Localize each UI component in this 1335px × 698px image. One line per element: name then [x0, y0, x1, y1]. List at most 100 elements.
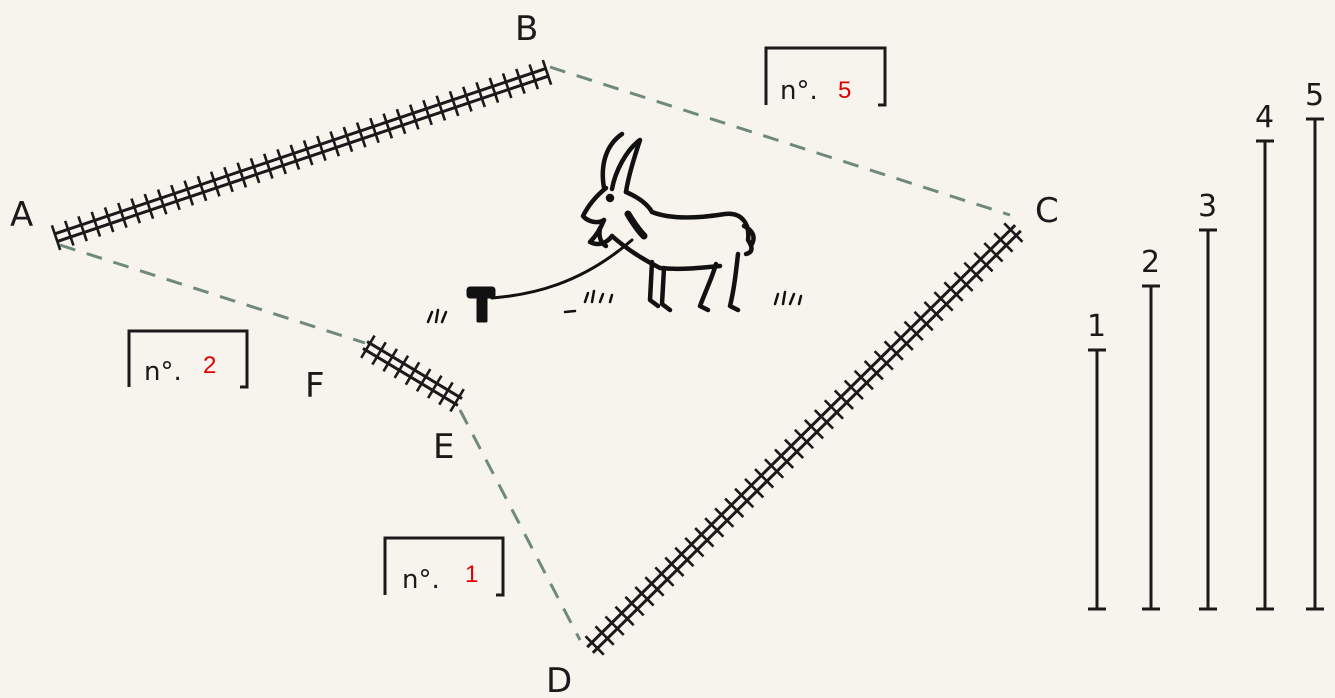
answer-box-bc: n°. 5: [764, 46, 887, 107]
segment-5: 5: [1305, 78, 1324, 611]
fence-post: [923, 301, 944, 322]
point-label-b: B: [515, 9, 538, 49]
fence-post: [774, 448, 795, 469]
segment-3: 3: [1198, 189, 1217, 611]
box-prefix: n°.: [780, 76, 818, 106]
fence-fe: [360, 334, 465, 413]
dashed-line-af: [59, 243, 366, 345]
fence-post: [196, 175, 208, 202]
fence-post: [714, 507, 735, 528]
fence-post: [395, 108, 407, 135]
fence-post: [744, 477, 765, 499]
point-label-a: A: [10, 195, 33, 235]
fence-post: [170, 184, 181, 211]
fence-post: [953, 271, 974, 292]
fence-post: [448, 90, 460, 117]
fence-post: [302, 140, 314, 166]
goat-scene: [426, 131, 803, 324]
fence-post: [694, 527, 715, 548]
fence-post: [863, 360, 884, 381]
fence-post: [501, 73, 513, 99]
fence-post: [528, 64, 540, 90]
point-label-d: D: [546, 661, 572, 698]
fence-post: [438, 381, 454, 406]
fence-post: [515, 68, 526, 95]
fence-post: [813, 409, 834, 430]
fence-post: [893, 330, 914, 351]
fence-post: [993, 232, 1014, 253]
fence-post: [783, 438, 805, 459]
dashed-boundaries: [59, 65, 1011, 641]
segment-number: 1: [1087, 309, 1106, 344]
stake-icon: [466, 286, 496, 323]
fence-post: [329, 131, 341, 157]
fence-post: [614, 605, 635, 627]
fence-rail: [55, 74, 550, 244]
fence-post: [674, 546, 695, 568]
length-segments: 12 3 45: [1087, 78, 1324, 611]
fence-post: [843, 379, 864, 401]
fence-post: [276, 148, 287, 175]
fence-post: [90, 211, 102, 237]
fence-post: [873, 350, 894, 371]
dashed-line-bc: [549, 65, 1011, 217]
box-frame: [383, 536, 505, 597]
box-prefix: n°.: [144, 357, 182, 387]
segment-4: 4: [1255, 100, 1274, 611]
fence-post: [883, 340, 904, 361]
segment-number: 2: [1141, 245, 1160, 280]
fence-post: [803, 419, 825, 440]
fence-post: [449, 388, 465, 413]
fence-post: [933, 291, 954, 312]
fence-post: [644, 576, 665, 597]
fence-post: [634, 586, 655, 607]
fence-post: [488, 77, 500, 103]
box-frame: [127, 329, 249, 389]
fence-rail: [53, 66, 548, 236]
box-value: 2: [203, 352, 216, 379]
fence-post: [461, 86, 473, 112]
fence-post: [236, 162, 248, 188]
fence-post: [50, 224, 62, 251]
answer-box-af: n°. 2: [127, 329, 249, 389]
fence-post: [594, 625, 615, 646]
fence-post: [664, 556, 685, 577]
fence-post: [943, 281, 964, 302]
fence-post: [475, 81, 486, 108]
fence-post: [289, 144, 301, 170]
fence-post: [724, 497, 745, 518]
box-value: 5: [838, 77, 851, 104]
fence-post: [342, 126, 354, 153]
fence-post: [754, 468, 775, 489]
fence-post: [223, 166, 234, 193]
fence-post: [793, 428, 815, 450]
fence-post: [435, 95, 447, 121]
point-label-e: E: [433, 427, 454, 467]
fence-post: [404, 361, 421, 386]
fence-post: [183, 180, 195, 206]
fence-post: [382, 348, 399, 372]
box-value: 1: [465, 561, 478, 588]
segment-1: 1: [1087, 309, 1106, 611]
fence-post: [1003, 222, 1024, 243]
dashed-line-ed: [458, 409, 582, 641]
fence-post: [382, 113, 394, 139]
fence-post: [823, 399, 844, 420]
fence-post: [426, 375, 443, 399]
segment-2: 2: [1141, 245, 1160, 611]
fence-post: [704, 517, 725, 538]
fence-post: [143, 193, 155, 220]
fence-post: [77, 215, 88, 242]
point-label-c: C: [1035, 191, 1059, 231]
fence-post: [624, 595, 645, 617]
fence-post: [393, 354, 410, 379]
fence-post: [369, 117, 380, 144]
point-label-f: F: [305, 366, 325, 406]
grass-icon: [426, 289, 803, 324]
fence-post: [209, 171, 221, 197]
rope: [490, 238, 634, 300]
fence-post: [422, 99, 433, 126]
fence-post: [156, 189, 168, 215]
segment-number: 3: [1198, 189, 1217, 224]
